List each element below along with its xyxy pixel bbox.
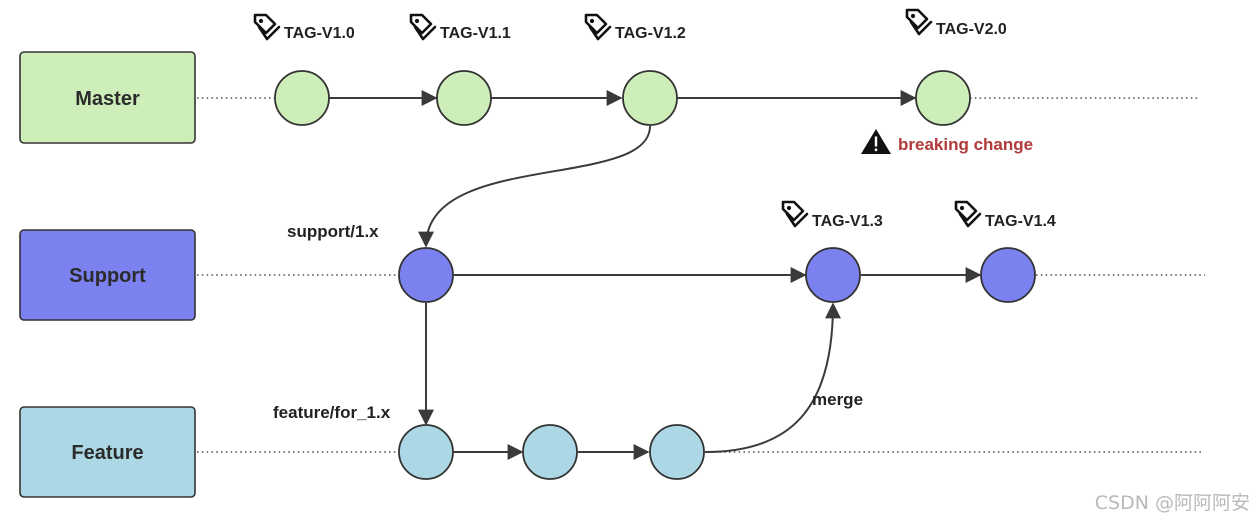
tag-icon: [253, 13, 281, 41]
tag-icon: [584, 13, 612, 41]
lane-master: Master: [19, 51, 196, 144]
commit-node-master-2: [436, 70, 492, 126]
lane-feature-label: Feature: [71, 442, 143, 464]
commit-node-support-1: [398, 247, 454, 303]
breaking-change-label: breaking change: [898, 135, 1033, 154]
tag-v2-0-label: TAG-V2.0: [936, 21, 1007, 38]
tag-v1-1: TAG-V1.1: [409, 13, 511, 42]
commit-node-master-1: [274, 70, 330, 126]
watermark: CSDN @阿阿阿安: [1095, 492, 1250, 514]
tag-v1-3-label: TAG-V1.3: [812, 213, 883, 230]
tag-v1-0-label: TAG-V1.0: [284, 25, 355, 42]
commit-node-support-3: [980, 247, 1036, 303]
lane-master-label: Master: [75, 88, 140, 110]
merge-label: merge: [812, 390, 863, 409]
tag-icon: [409, 13, 437, 41]
edge-merge: [704, 302, 841, 453]
commit-node-feature-2: [522, 424, 578, 480]
tag-v1-4-label: TAG-V1.4: [985, 213, 1056, 230]
lane-support-label: Support: [69, 265, 146, 287]
tag-v2-0: TAG-V2.0: [905, 8, 1007, 38]
tag-v1-0: TAG-V1.0: [253, 13, 355, 42]
tag-v1-2-label: TAG-V1.2: [615, 25, 686, 42]
edge-branch-support: [418, 125, 651, 248]
tag-icon: [954, 200, 982, 228]
warning-triangle-icon: [861, 129, 891, 154]
commit-node-support-2: [805, 247, 861, 303]
tag-icon: [781, 200, 809, 228]
branch-label-feature: feature/for_1.x: [273, 403, 391, 422]
commit-node-master-4: [915, 70, 971, 126]
tag-v1-4: TAG-V1.4: [954, 200, 1056, 230]
lane-support: Support: [19, 229, 196, 321]
commit-node-feature-3: [649, 424, 705, 480]
breaking-change-note: breaking change: [861, 129, 1033, 154]
tag-v1-3: TAG-V1.3: [781, 200, 883, 230]
tag-v1-2: TAG-V1.2: [584, 13, 686, 42]
lane-feature: Feature: [19, 406, 196, 498]
branch-label-support: support/1.x: [287, 222, 379, 241]
commit-node-master-3: [622, 70, 678, 126]
tag-v1-1-label: TAG-V1.1: [440, 25, 511, 42]
tag-icon: [905, 8, 933, 36]
commit-node-feature-1: [398, 424, 454, 480]
